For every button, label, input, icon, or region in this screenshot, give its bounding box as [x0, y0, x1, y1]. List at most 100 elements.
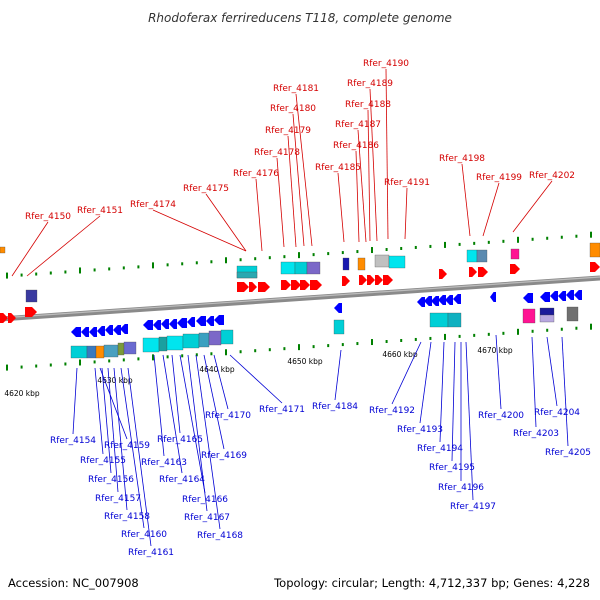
leader-line — [99, 367, 128, 440]
forward-gene-arrow — [342, 276, 350, 286]
tick-mark — [210, 352, 213, 356]
leader-line — [531, 336, 537, 428]
leader-line — [439, 341, 445, 443]
reverse-gene-arrow — [71, 327, 81, 337]
forward-gene-arrow — [258, 282, 270, 292]
tick-mark — [181, 262, 184, 266]
feature-block — [158, 336, 168, 352]
feature-block — [333, 319, 345, 335]
leader-line — [482, 182, 500, 237]
feature-block — [236, 271, 258, 279]
feature-block — [142, 337, 160, 353]
feature-block — [280, 261, 296, 275]
tick-mark — [64, 362, 67, 366]
leader-line — [26, 215, 101, 277]
leader-line — [120, 367, 145, 529]
tick-mark — [122, 266, 125, 270]
feature-block — [429, 312, 449, 328]
feature-block — [342, 257, 350, 271]
leader-line — [213, 354, 229, 410]
reverse-gene-arrow — [153, 320, 161, 330]
gene-label: Rfer_4168 — [197, 531, 243, 541]
tick-mark — [341, 251, 344, 255]
tick-mark — [108, 359, 111, 363]
tick-mark — [487, 240, 490, 244]
reverse-gene-arrow — [143, 320, 153, 330]
forward-gene-arrow — [439, 269, 447, 279]
tick-mark — [93, 268, 96, 272]
kbp-label: 4640 kbp — [199, 365, 235, 374]
leader-line — [334, 349, 342, 401]
reverse-gene-arrow — [490, 292, 496, 302]
reverse-gene-arrow — [113, 325, 121, 335]
gene-label: Rfer_4189 — [347, 79, 393, 89]
tick-mark — [268, 256, 271, 260]
leader-line — [276, 157, 285, 248]
tick-mark — [458, 334, 461, 338]
reverse-gene-arrow — [187, 317, 195, 327]
gene-label: Rfer_4194 — [417, 444, 463, 454]
leader-line — [72, 367, 78, 435]
leader-line — [561, 336, 569, 447]
reverse-gene-arrow — [196, 316, 206, 326]
leader-line — [179, 354, 206, 494]
forward-gene-arrow — [383, 275, 393, 285]
tick-mark — [400, 246, 403, 250]
tick-mark — [560, 235, 563, 239]
leader-line — [162, 354, 183, 474]
tick-mark — [560, 327, 563, 331]
gene-label: Rfer_4160 — [121, 530, 167, 540]
gene-label: Rfer_4169 — [201, 451, 247, 461]
forward-gene-arrow — [281, 280, 291, 290]
gene-label: Rfer_4179 — [265, 126, 311, 136]
forward-gene-arrow — [237, 282, 249, 292]
tick-mark — [254, 349, 257, 353]
gene-label: Rfer_4161 — [128, 548, 174, 558]
gene-label: Rfer_4188 — [345, 100, 391, 110]
kbp-label: 4620 kbp — [4, 389, 40, 398]
reverse-gene-arrow — [550, 291, 558, 301]
tick-mark — [385, 248, 388, 252]
leader-line — [255, 178, 263, 252]
forward-gene-arrow — [8, 313, 16, 323]
leader-line — [11, 221, 49, 277]
tick-mark — [152, 262, 154, 269]
forward-gene-arrow — [375, 275, 383, 285]
forward-gene-arrow — [359, 275, 367, 285]
tick-mark — [254, 257, 257, 261]
feature-block — [589, 242, 600, 258]
genome-stats-text: Topology: circular; Length: 4,712,337 bp… — [273, 576, 590, 590]
gene-label-callouts: Rfer_4150Rfer_4151Rfer_4174Rfer_4175Rfer… — [11, 59, 591, 558]
feature-block — [466, 249, 478, 263]
tick-mark — [575, 234, 578, 238]
reverse-gene-arrow — [566, 290, 574, 300]
feature-block — [374, 254, 390, 268]
tick-mark — [225, 257, 227, 264]
tick-mark — [20, 365, 23, 369]
tick-mark — [166, 263, 169, 267]
leader-line — [461, 163, 471, 237]
tick-mark — [79, 267, 81, 274]
tick-mark — [414, 337, 417, 341]
kbp-label: 4650 kbp — [287, 357, 323, 366]
gene-label: Rfer_4176 — [233, 169, 279, 179]
leader-line — [171, 354, 181, 434]
leader-line — [465, 341, 474, 501]
tick-mark — [6, 364, 8, 371]
leader-line — [113, 367, 128, 511]
tick-mark — [312, 253, 315, 257]
tick-mark — [385, 340, 388, 344]
leader-line — [94, 367, 104, 455]
tick-mark — [429, 336, 432, 340]
gene-label: Rfer_4159 — [104, 441, 150, 451]
reverse-gene-arrow — [105, 325, 113, 335]
tick-mark — [49, 271, 52, 275]
leader-line — [451, 341, 456, 462]
tick-mark — [195, 261, 198, 265]
gene-label: Rfer_4164 — [159, 475, 205, 485]
gene-label: Rfer_4167 — [184, 513, 230, 523]
reverse-gene-arrow — [540, 292, 550, 302]
feature-block — [357, 257, 366, 271]
leader-line — [287, 135, 297, 248]
gene-label: Rfer_4174 — [130, 200, 176, 210]
